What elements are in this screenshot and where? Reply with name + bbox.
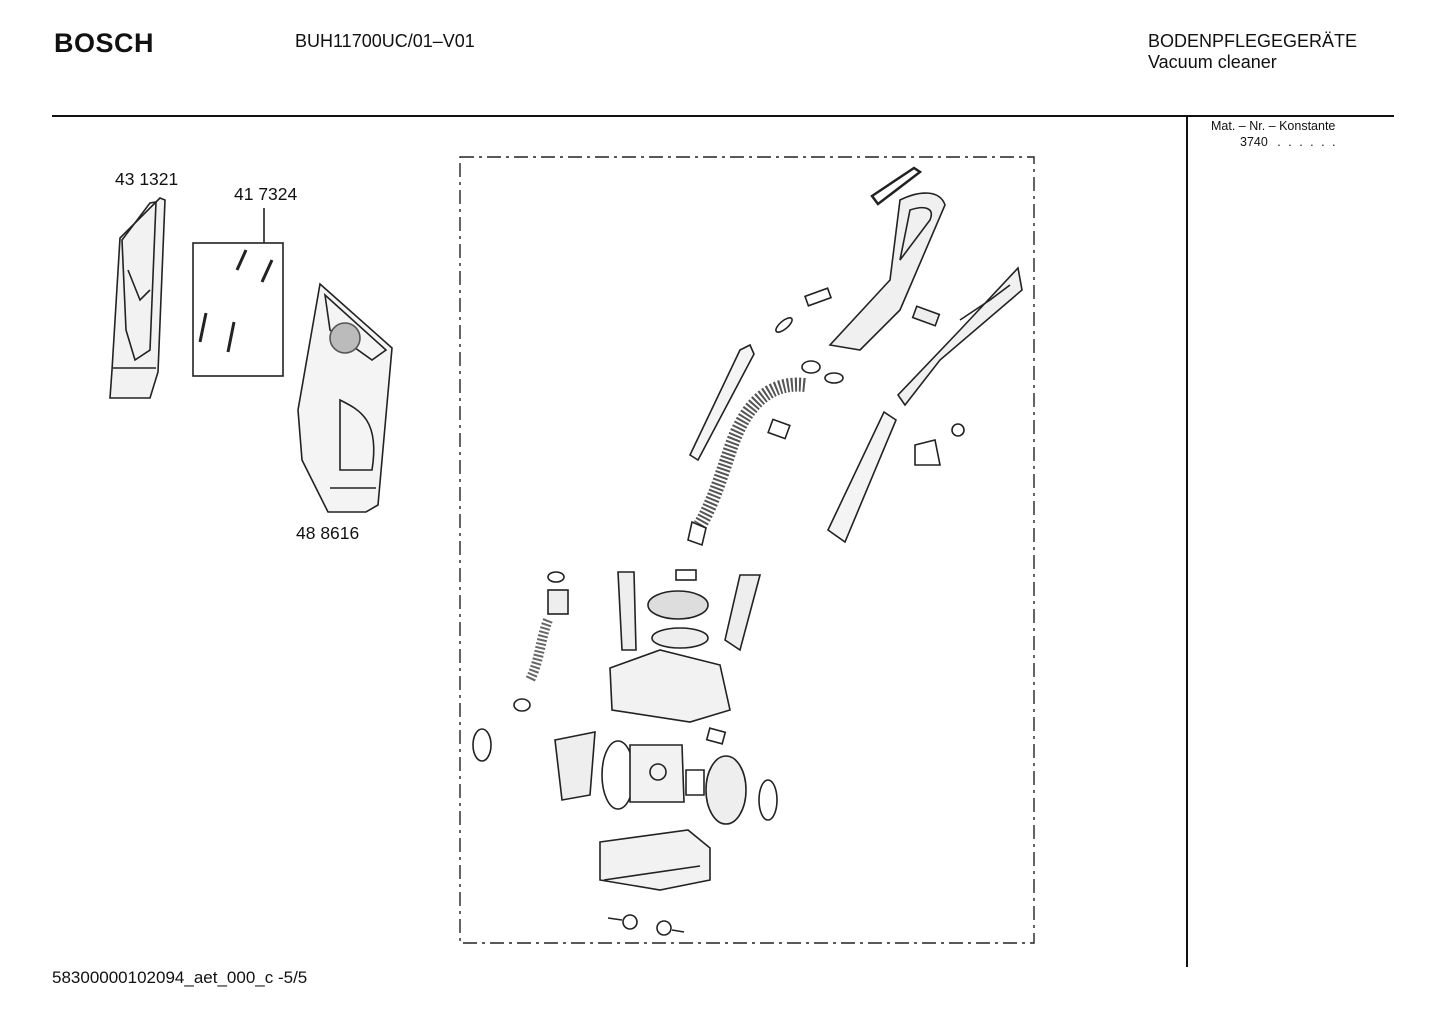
mat-value-dots: . . . . . . [1277,135,1338,149]
suction-hose[interactable] [687,343,806,547]
base-tray-assembly[interactable] [599,829,711,936]
category-en: Vacuum cleaner [1148,52,1277,72]
mat-value: 3740 [1240,135,1268,149]
brand-logo: BOSCH [54,28,155,58]
mat-label: Mat. – Nr. – Konstante [1211,119,1336,133]
mat-value-row: 3740 . . . . . . [1240,135,1338,149]
motor-housing-assembly[interactable] [513,569,762,723]
crevice-nozzle-part[interactable] [109,197,166,399]
header-rule [52,115,1394,117]
part-number-488616[interactable]: 48 8616 [296,523,360,543]
document-id: 58300000102094_aet_000_c -5/5 [52,968,308,987]
part-number-431321[interactable]: 43 1321 [115,169,179,189]
category-de: BODENPFLEGEGERÄTE [1148,31,1358,51]
handle-upper-assembly[interactable] [774,166,946,384]
upholstery-nozzle-part[interactable] [297,282,393,513]
sidebar-rule [1186,117,1188,967]
pad-set-part[interactable] [192,208,284,377]
dust-container-assembly[interactable] [472,727,778,825]
floor-nozzle-panel[interactable] [826,410,897,544]
assembly-frame [459,156,1035,944]
category: BODENPFLEGEGERÄTE Vacuum cleaner [1148,31,1357,73]
model-code: BUH11700UC/01–V01 [295,31,475,51]
handle-lower-assembly[interactable] [896,266,1023,466]
part-number-417324[interactable]: 41 7324 [234,184,298,204]
